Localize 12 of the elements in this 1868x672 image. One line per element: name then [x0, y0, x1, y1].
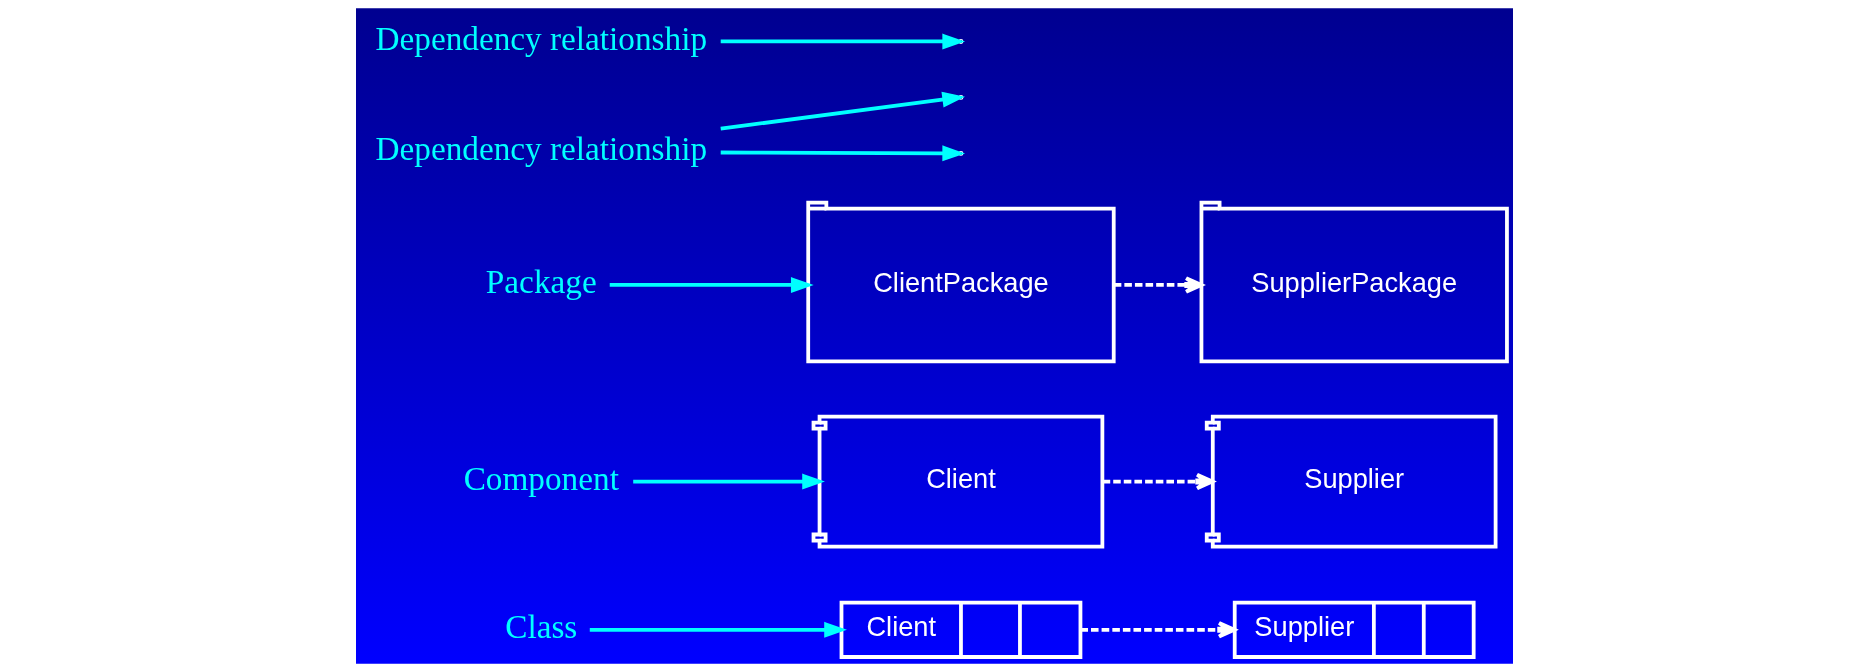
arrow	[609, 277, 814, 293]
arrow	[719, 91, 965, 131]
arrow	[1102, 472, 1214, 491]
arrow	[632, 473, 825, 490]
arrow	[1113, 276, 1203, 294]
arrow	[589, 621, 847, 638]
node-text: Dependency relationship	[374, 19, 707, 57]
node-text: Class	[504, 608, 577, 646]
node-text: Component	[463, 460, 619, 498]
node-text: Package	[485, 263, 597, 301]
arrow	[1080, 621, 1236, 639]
node-text: Dependency relationship	[374, 130, 707, 168]
